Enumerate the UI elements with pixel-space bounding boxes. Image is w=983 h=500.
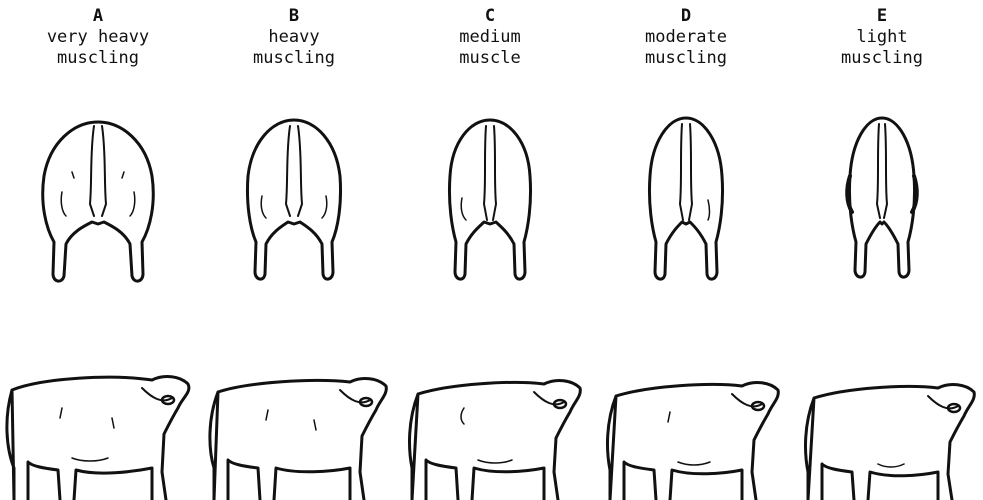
grade-b-line-2: muscling bbox=[196, 48, 392, 69]
grade-e-label: E light muscling bbox=[784, 6, 980, 69]
grade-c-side-view-steer bbox=[394, 368, 588, 500]
grade-e-letter: E bbox=[784, 6, 980, 27]
grade-b-label: B heavy muscling bbox=[196, 6, 392, 69]
grade-a-line-2: muscling bbox=[0, 48, 196, 69]
grade-a-label: A very heavy muscling bbox=[0, 6, 196, 69]
grade-e-line-2: muscling bbox=[784, 48, 980, 69]
grade-c-line-2: muscle bbox=[392, 48, 588, 69]
grade-a-letter: A bbox=[0, 6, 196, 27]
grade-b-letter: B bbox=[196, 6, 392, 27]
grade-e-side-view-steer bbox=[786, 368, 980, 500]
grade-b: B heavy muscling bbox=[196, 0, 392, 500]
grade-a-side-view-steer bbox=[2, 368, 196, 500]
grade-c-label: C medium muscle bbox=[392, 6, 588, 69]
grade-d: D moderate muscling bbox=[588, 0, 784, 500]
grade-d-label: D moderate muscling bbox=[588, 6, 784, 69]
grade-c-letter: C bbox=[392, 6, 588, 27]
grade-b-side-view-steer bbox=[198, 368, 392, 500]
grade-e: E light muscling bbox=[784, 0, 980, 500]
grade-d-rear-view-steer bbox=[630, 112, 742, 288]
grade-c-rear-view-steer bbox=[434, 112, 546, 288]
grade-d-letter: D bbox=[588, 6, 784, 27]
grade-e-line-1: light bbox=[784, 27, 980, 48]
grade-d-side-view-steer bbox=[590, 368, 784, 500]
grade-a-rear-view-steer bbox=[42, 112, 154, 288]
grade-b-rear-view-steer bbox=[238, 112, 350, 288]
grade-b-line-1: heavy bbox=[196, 27, 392, 48]
grade-a: A very heavy muscling bbox=[0, 0, 196, 500]
grade-a-line-1: very heavy bbox=[0, 27, 196, 48]
grade-d-line-1: moderate bbox=[588, 27, 784, 48]
grade-d-line-2: muscling bbox=[588, 48, 784, 69]
grade-c-line-1: medium bbox=[392, 27, 588, 48]
grade-c: C medium muscle bbox=[392, 0, 588, 500]
grade-e-rear-view-steer bbox=[826, 112, 938, 288]
